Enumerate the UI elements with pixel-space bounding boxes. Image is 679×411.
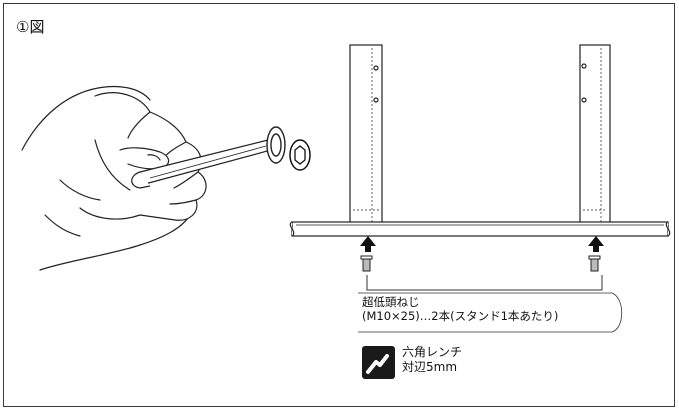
hand-with-wrench-illustration (21, 85, 207, 271)
hex-wrench-icon (362, 346, 395, 379)
callout-leader-lines (358, 275, 623, 333)
screws (360, 255, 601, 272)
screw-spec: (M10×25)…2本(スタンド1本あたり) (362, 309, 559, 323)
tool-size: 対辺5mm (402, 360, 458, 374)
insert-arrows (360, 236, 604, 252)
stand-leg-right (579, 44, 611, 226)
arrow-up-left (360, 236, 376, 252)
tool-name: 六角レンチ (402, 345, 463, 359)
stand-leg-left (349, 44, 383, 226)
screw-right (590, 257, 599, 272)
screw-left (362, 257, 371, 272)
base-plate (289, 221, 671, 237)
hex-socket-detail (289, 139, 311, 171)
bolt-head-illustration (266, 126, 286, 164)
figure-label: ①図 (16, 18, 45, 36)
screw-name: 超低頭ねじ (362, 295, 420, 309)
tool-callout: 六角レンチ 対辺5mm (402, 345, 462, 375)
arrow-up-right (588, 236, 604, 252)
screw-callout: 超低頭ねじ (M10×25)…2本(スタンド1本あたり) (362, 295, 558, 323)
